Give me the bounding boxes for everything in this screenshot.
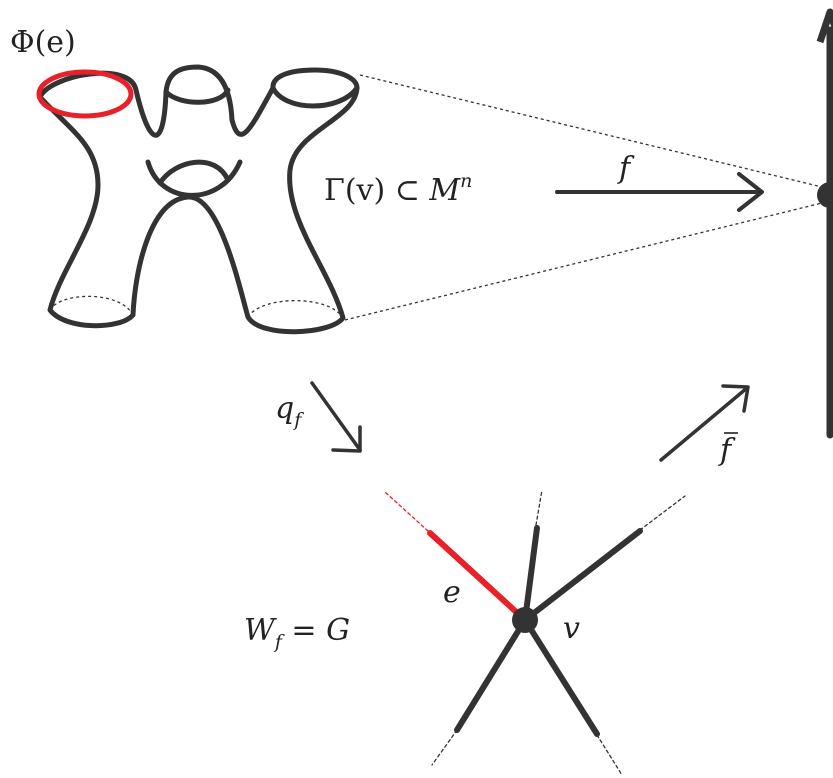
edge-e [427,530,528,623]
edge-lowleft [454,617,528,733]
projection-lines [344,74,823,321]
graph-g [384,489,686,776]
svg-text:f: f [718,433,736,468]
surface-gamma [37,64,360,335]
image-point [817,182,833,208]
label-v: v [563,611,580,646]
label-fbar: f [718,432,738,468]
vertex-v [512,607,538,633]
arrow-fbar [659,384,750,462]
middle-rim [163,87,231,105]
arrow-qf [310,381,362,453]
label-qf: qf [275,391,304,431]
label-f: f [617,151,635,186]
edge-lowright [522,617,600,737]
edge-upright [522,528,643,623]
bottom-rims-dashed [49,295,344,319]
right-rim [270,85,360,109]
edge-up [522,525,540,623]
arrow-f [555,172,764,212]
graph-dashed-ends [384,489,686,776]
surface-outline [37,64,360,335]
label-gamma: Γ(v) ⊂ Mn [324,170,472,208]
label-wf-eq-g: Wf = G [244,613,350,653]
handle-lower [145,159,243,198]
phi-boundary-circle [36,69,134,119]
real-line [816,8,833,439]
label-e: e [443,575,461,610]
handle-upper [157,159,231,186]
label-phi-e: Φ(e) [10,25,76,60]
